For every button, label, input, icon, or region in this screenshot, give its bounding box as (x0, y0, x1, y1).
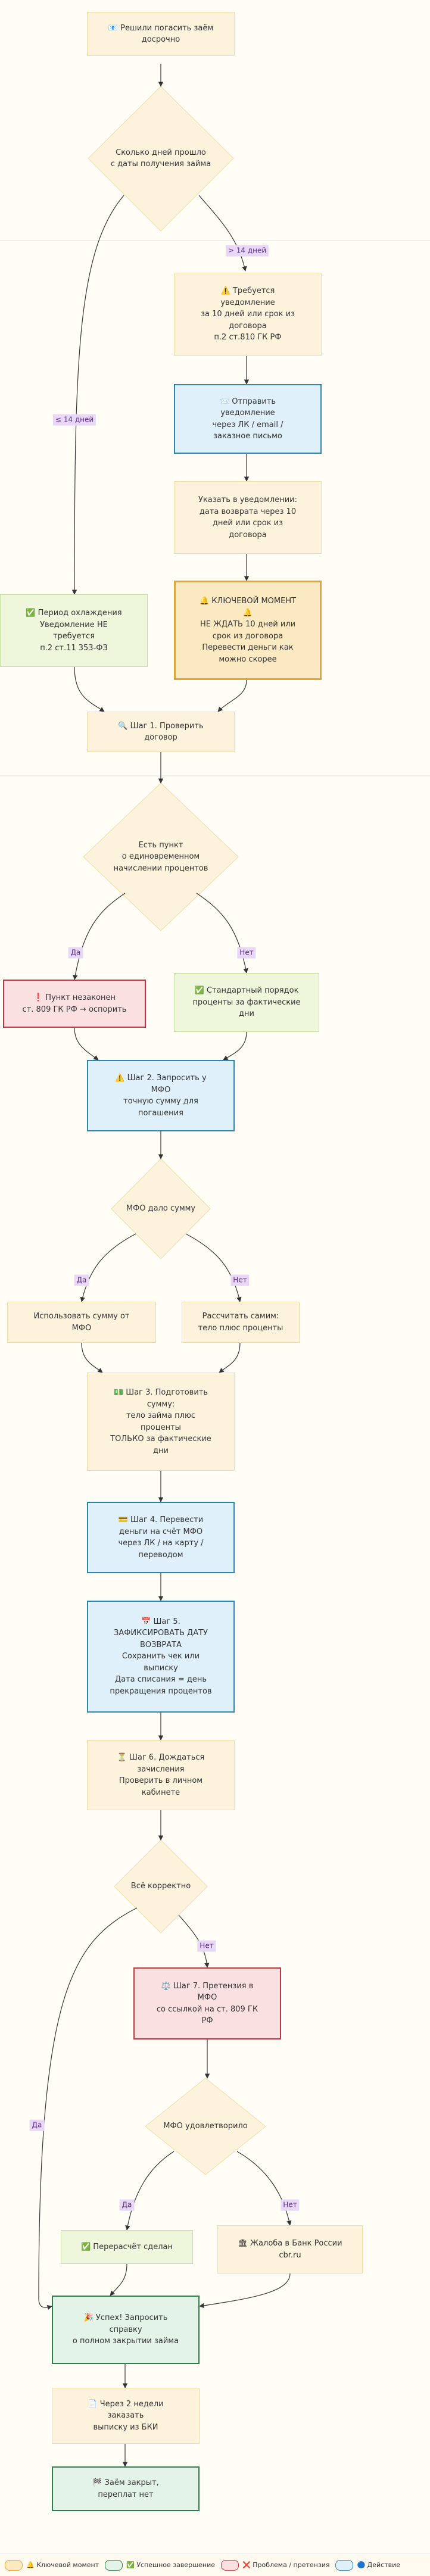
node-decision-mfo-sum: МФО дало сумму (126, 1204, 196, 1214)
edge-label-yes3: Да (29, 2119, 45, 2131)
node-recalc: ✅ Перерасчёт сделан (61, 2230, 193, 2264)
node-success: 🎉 Успех! Запросить справку о полном закр… (52, 2296, 200, 2364)
edge-label-no4: Нет (281, 2199, 300, 2211)
node-decision-mfo-ok: МФО удовлетворило (163, 2122, 248, 2131)
node-step1: 🔍 Шаг 1. Проверить договор (87, 712, 235, 752)
node-cooling-period: ✅ Период охлаждения Уведомление НЕ требу… (0, 594, 148, 667)
node-decision-clause: Есть пункт о единовременном начислении п… (113, 840, 208, 873)
edge-label-le14: ≤ 14 дней (52, 414, 96, 426)
node-step2: ⚠️ Шаг 2. Запросить у МФО точную сумму д… (87, 1060, 235, 1131)
node-step5: 📅 Шаг 5. ЗАФИКСИРОВАТЬ ДАТУ ВОЗВРАТА Сох… (87, 1601, 235, 1713)
node-step4: 💳 Шаг 4. Перевести деньги на счёт МФО че… (87, 1502, 235, 1573)
node-key-moment: 🔔 КЛЮЧЕВОЙ МОМЕНТ 🔔 НЕ ЖДАТЬ 10 дней или… (174, 581, 322, 680)
decision-mfo-sum-shape (111, 1158, 211, 1259)
decision-mfo-ok-shape (145, 2078, 266, 2175)
legend-item-key: 🔔 Ключевой момент (5, 2559, 99, 2571)
node-step7: ⚖️ Шаг 7. Претензия в МФО со ссылкой на … (133, 1967, 281, 2039)
node-notice-required: ⚠️ Требуется уведомление за 10 дней или … (174, 273, 322, 356)
legend-item-action: 🔵 Действие (335, 2559, 400, 2571)
node-calc-self: Рассчитать самим: тело плюс проценты (182, 1302, 300, 1343)
edge-label-yes4: Да (119, 2199, 135, 2211)
node-complaint: 🏛 Жалоба в Банк России cbr.ru (217, 2225, 363, 2274)
edge-label-yes2: Да (74, 1274, 89, 1286)
edge-label-no1: Нет (237, 947, 256, 959)
node-closed: 🏁 Заём закрыт, переплат нет (52, 2466, 200, 2511)
node-use-mfo-sum: Использовать сумму от МФО (7, 1302, 156, 1343)
node-bki: 📄 Через 2 недели заказать выписку из БКИ (52, 2388, 200, 2444)
edge-label-no3: Нет (197, 1940, 216, 1952)
edge-label-yes1: Да (68, 947, 83, 959)
node-illegal-clause: ❗ Пункт незаконен ст. 809 ГК РФ → оспори… (3, 980, 146, 1028)
node-decision-ok: Всё корректно (130, 1882, 191, 1891)
node-send-notice: 📨 Отправить уведомление через ЛК / email… (174, 384, 322, 454)
legend-item-problem: ❌ Проблема / претензия (221, 2559, 329, 2571)
legend: 🔔 Ключевой момент ✅ Успешное завершение … (0, 2553, 430, 2576)
node-decision-days: Сколько дней прошло с даты получения зай… (110, 148, 211, 169)
node-step3: 💵 Шаг 3. Подготовить сумму: тело займа п… (87, 1373, 235, 1471)
node-standard-order: ✅ Стандартный порядок проценты за фактич… (174, 973, 319, 1032)
decision-days-shape (88, 86, 234, 232)
legend-item-success: ✅ Успешное завершение (105, 2559, 215, 2571)
decision-ok-shape (114, 1839, 208, 1933)
edge-label-no2: Нет (230, 1274, 250, 1286)
decision-clause-shape (83, 782, 239, 931)
edge-label-gt14: > 14 дней (225, 245, 269, 257)
node-step6: ⏳ Шаг 6. Дождаться зачисления Проверить … (87, 1740, 235, 1810)
node-notice-date: Указать в уведомлении: дата возврата чер… (174, 481, 322, 554)
node-start: 📧 Решили погасить заём досрочно (87, 12, 235, 56)
